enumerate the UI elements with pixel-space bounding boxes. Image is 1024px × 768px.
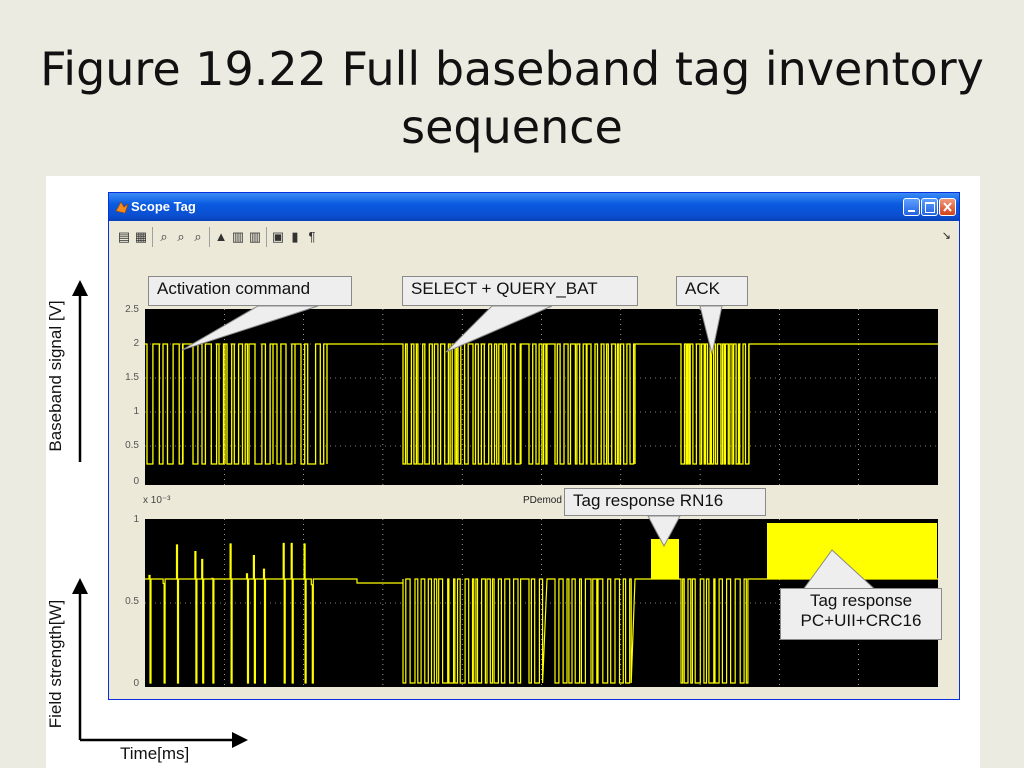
tick-label: 0.5 xyxy=(125,596,139,607)
callout-ack: ACK xyxy=(676,276,748,306)
y-axis-bottom-label: Field strength[W] xyxy=(46,599,65,729)
maximize-icon xyxy=(925,202,935,213)
toolbar-separator xyxy=(209,227,210,247)
activation-pointer xyxy=(181,305,319,351)
print-icon[interactable]: ▤ xyxy=(117,229,131,244)
tick-label: 1.5 xyxy=(125,372,139,383)
minimize-icon xyxy=(908,210,915,212)
select-query-pointer xyxy=(445,305,553,353)
autoscale-icon[interactable]: ▲ xyxy=(214,229,228,244)
toolbar: ↘ ▤▦⌕⌕⌕▲▥▥▣▮¶ xyxy=(109,221,959,251)
lock-icon[interactable]: ▮ xyxy=(291,229,299,244)
tick-label: 2 xyxy=(133,338,139,349)
toolbar-separator xyxy=(266,227,267,247)
ack-pointer xyxy=(699,305,723,355)
toolbar-separator xyxy=(152,227,153,247)
x-arrowhead xyxy=(232,732,248,748)
close-button[interactable] xyxy=(939,198,956,216)
tick-label: 2.5 xyxy=(125,304,139,315)
rn16-response-block xyxy=(651,539,679,579)
signal-selector-icon[interactable]: ¶ xyxy=(308,229,316,244)
y-axis-top-label: Baseband signal [V] xyxy=(46,300,65,452)
matlab-icon xyxy=(115,201,129,214)
restore-axes-icon[interactable]: ▥ xyxy=(248,229,262,244)
baseband-trace xyxy=(145,343,938,465)
tick-label: 1 xyxy=(133,406,139,417)
y-top-arrowhead xyxy=(72,280,88,296)
parameters-icon[interactable]: ▦ xyxy=(134,229,148,244)
callout-rn16: Tag response RN16 xyxy=(564,488,766,516)
callout-select-query: SELECT + QUERY_BAT xyxy=(402,276,638,306)
tick-label: 1 xyxy=(133,514,139,525)
floating-scope-icon[interactable]: ▣ xyxy=(271,229,285,244)
save-axes-icon[interactable]: ▥ xyxy=(231,229,245,244)
rn16-pointer xyxy=(647,515,681,548)
tick-label: 0 xyxy=(133,678,139,689)
callout-pc-uii: Tag response PC+UII+CRC16 xyxy=(780,588,942,640)
block-label: PDemod xyxy=(523,495,562,506)
slide-title: Figure 19.22 Full baseband tag inventory… xyxy=(40,42,984,154)
minimize-button[interactable] xyxy=(903,198,920,216)
y-bottom-arrowhead xyxy=(72,578,88,594)
dock-icon[interactable]: ↘ xyxy=(941,230,951,242)
title-bar[interactable]: Scope Tag xyxy=(109,193,959,221)
window-title: Scope Tag xyxy=(131,199,196,214)
tick-label: 0 xyxy=(133,476,139,487)
maximize-button[interactable] xyxy=(921,198,938,216)
callout-activation: Activation command xyxy=(148,276,352,306)
close-icon xyxy=(943,202,952,212)
tick-label: 0.5 xyxy=(125,440,139,451)
zoom-x-icon[interactable]: ⌕ xyxy=(177,229,185,244)
x-axis-label: Time[ms] xyxy=(120,744,190,763)
baseband-plot[interactable] xyxy=(145,309,938,485)
zoom-y-icon[interactable]: ⌕ xyxy=(194,229,202,244)
field-trace xyxy=(145,542,938,684)
exponent-label: x 10⁻³ xyxy=(143,495,171,506)
zoom-icon[interactable]: ⌕ xyxy=(160,229,168,244)
